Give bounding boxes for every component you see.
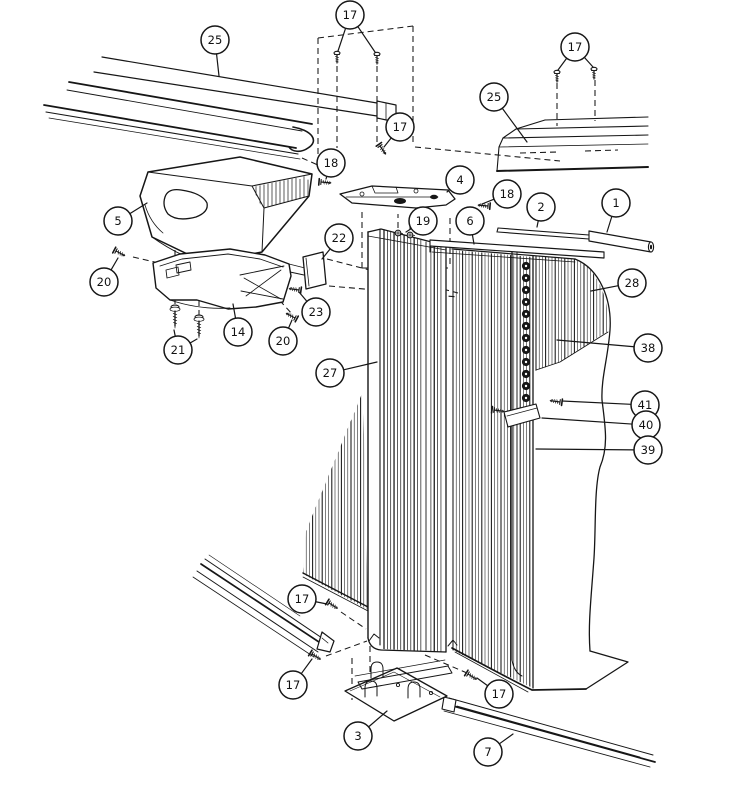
callout-17: 17: [557, 32, 594, 71]
stabilizer-rail: [429, 239, 605, 263]
callout-25: 25: [200, 25, 230, 77]
callout-number: 21: [171, 343, 186, 357]
screw-right-icon: [317, 177, 333, 187]
callout-number: 17: [393, 120, 408, 134]
callout-23: 23: [298, 291, 331, 327]
callout-number: 38: [641, 341, 656, 355]
callout-17: 17: [287, 584, 328, 614]
callout-4: 4: [445, 165, 475, 195]
screw-right-icon: [463, 669, 479, 683]
screw-right-icon: [111, 246, 128, 260]
callout-number: 19: [416, 214, 431, 228]
base-plate: [344, 659, 453, 722]
callout-17: 17: [383, 112, 415, 148]
top-rail-left: [43, 56, 397, 160]
callout-39: 39: [535, 435, 663, 465]
screw-down-icon: [373, 51, 381, 65]
callout-21: 21: [163, 329, 198, 365]
wall-torn-edge: [574, 258, 611, 652]
callout-number: 18: [324, 156, 339, 170]
callout-17: 17: [278, 658, 313, 700]
callout-18: 18: [481, 179, 522, 209]
screw-down-icon: [333, 50, 341, 64]
seat-bracket: [152, 248, 306, 310]
callout-28: 28: [590, 268, 647, 298]
callout-20: 20: [268, 319, 298, 356]
callout-number: 17: [492, 687, 507, 701]
screw-right-icon: [324, 598, 340, 612]
callout-number: 4: [456, 173, 463, 187]
callout-38: 38: [556, 333, 663, 363]
screw-down-icon: [590, 66, 598, 80]
callout-17: 17: [335, 0, 376, 53]
bottom-rail-right: [441, 696, 656, 768]
upright-column: [367, 228, 458, 653]
callout-number: 17: [343, 8, 358, 22]
ledge-cover-hole: [163, 189, 208, 220]
callout-number: 27: [323, 366, 338, 380]
callout-number: 6: [466, 214, 473, 228]
ledge-cover: [139, 156, 313, 264]
top-rod: [496, 227, 655, 253]
callout-number: 18: [500, 187, 515, 201]
screw-long-icon: [193, 314, 205, 339]
callout-number: 40: [639, 418, 654, 432]
callout-number: 20: [97, 275, 112, 289]
callout-17: 17: [476, 677, 514, 709]
callout-number: 41: [638, 398, 653, 412]
rivet-column: [521, 261, 531, 403]
callout-number: 22: [332, 231, 347, 245]
callout-number: 17: [568, 40, 583, 54]
callout-number: 14: [231, 325, 246, 339]
callout-18: 18: [316, 148, 346, 180]
callout-number: 7: [484, 745, 491, 759]
wall-channel: [503, 249, 541, 689]
callout-number: 28: [625, 276, 640, 290]
callout-40: 40: [541, 410, 661, 440]
callout-25: 25: [479, 82, 528, 143]
wall-bracket-plate: [302, 251, 327, 290]
screw-right-icon: [548, 396, 564, 407]
callout-5: 5: [103, 202, 148, 236]
callout-3: 3: [343, 710, 388, 751]
callout-number: 39: [641, 443, 656, 457]
pool-wall: [302, 248, 629, 693]
callout-14: 14: [223, 303, 253, 347]
callout-number: 2: [537, 200, 544, 214]
callout-number: 3: [354, 729, 361, 743]
bottom-rail-left: [192, 554, 335, 658]
callout-number: 20: [276, 334, 291, 348]
callout-number: 17: [295, 592, 310, 606]
callout-19: 19: [405, 206, 438, 236]
callout-number: 23: [309, 305, 324, 319]
callout-number: 25: [487, 90, 502, 104]
screw-long-icon: [169, 304, 181, 329]
callout-number: 5: [114, 214, 121, 228]
callout-20: 20: [89, 257, 119, 297]
callout-number: 17: [286, 678, 301, 692]
callout-2: 2: [526, 192, 556, 228]
callout-27: 27: [315, 358, 378, 388]
callout-1: 1: [601, 188, 631, 233]
screw-down-icon: [553, 69, 561, 83]
callout-number: 1: [612, 196, 619, 210]
callout-7: 7: [473, 733, 514, 767]
callout-22: 22: [321, 223, 354, 260]
top-rail-right: [496, 116, 649, 172]
callout-number: 25: [208, 33, 223, 47]
top-plate: [339, 185, 456, 209]
callout-6: 6: [455, 206, 485, 245]
